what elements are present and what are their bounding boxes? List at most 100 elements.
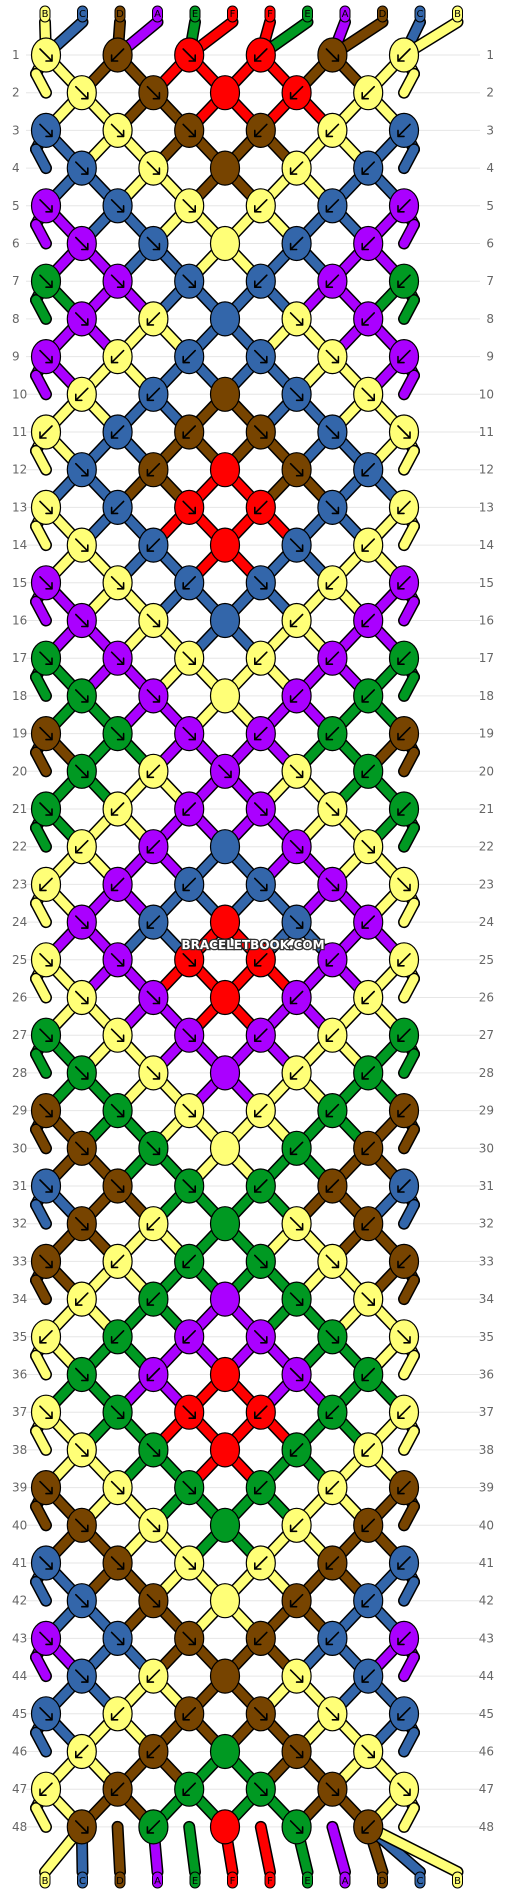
arrow-down-left-icon <box>254 274 268 288</box>
arrow-down-right-icon <box>289 915 304 929</box>
arrow-down-right-icon <box>289 1669 304 1683</box>
arrow-down-right-icon <box>146 85 161 100</box>
arrow-down-right-icon <box>289 1820 304 1834</box>
knot <box>138 979 169 1016</box>
knot <box>245 339 276 375</box>
arrow-down-right-icon <box>254 349 268 364</box>
arrow-down-right-icon <box>254 1330 268 1344</box>
knot <box>388 715 420 752</box>
arrow-down-right-icon <box>289 1292 304 1306</box>
knot <box>353 75 384 111</box>
thread-segment <box>31 521 51 550</box>
row-number-left: 23 <box>12 877 27 891</box>
arrow-down-left-icon <box>325 123 340 138</box>
arrow-down-left-icon <box>254 953 268 967</box>
knot <box>245 1696 276 1732</box>
thread-segment <box>399 220 419 248</box>
row-number-right: 29 <box>479 1104 494 1118</box>
arrow-down-left-icon <box>254 199 268 213</box>
knot <box>353 602 384 639</box>
arrow-down-right-icon <box>39 199 53 213</box>
thread-segment <box>399 1728 419 1756</box>
arrow-down-left-icon <box>289 1066 304 1080</box>
thread-segment <box>399 1501 419 1530</box>
thread-segment <box>31 1124 51 1153</box>
knot <box>66 602 97 639</box>
knot <box>66 1432 97 1468</box>
thread-segment <box>399 823 419 852</box>
knot <box>353 1130 384 1166</box>
arrow-down-left-icon <box>325 1405 340 1419</box>
row-number-right: 19 <box>479 727 494 741</box>
arrow-down-right-icon <box>182 48 196 62</box>
arrow-down-right-icon <box>75 538 89 552</box>
arrow-down-left-icon <box>289 1518 304 1533</box>
knot <box>66 979 97 1016</box>
knot <box>30 414 62 450</box>
arrow-down-left-icon <box>289 161 304 175</box>
row-number-left: 16 <box>12 614 27 628</box>
thread-segment <box>31 1049 51 1078</box>
thread-segment <box>113 1822 125 1877</box>
knot <box>388 1394 420 1430</box>
row-number-left: 42 <box>12 1594 27 1608</box>
knot <box>209 1356 241 1393</box>
arrow-down-right-icon <box>254 802 268 816</box>
knot <box>174 1771 205 1807</box>
string-end-top <box>227 5 238 23</box>
thread-segment <box>31 1275 51 1304</box>
knot <box>102 1243 133 1280</box>
arrow-down-left-icon <box>361 1593 375 1608</box>
knot <box>66 527 97 563</box>
knot <box>353 1432 384 1468</box>
row-number-right: 14 <box>479 538 494 552</box>
row-number-right: 48 <box>479 1820 494 1834</box>
row-number-right: 25 <box>479 953 494 967</box>
knot <box>317 37 348 73</box>
string-letter-top: D <box>379 9 387 20</box>
knot-ellipse <box>209 452 241 488</box>
arrow-down-right-icon <box>75 764 89 779</box>
knot <box>102 263 133 299</box>
knot <box>209 1809 241 1845</box>
thread-segment <box>399 1351 419 1379</box>
row-number-right: 30 <box>479 1141 494 1155</box>
arrow-down-left-icon <box>397 274 411 288</box>
thread-segment <box>31 1728 51 1756</box>
arrow-down-left-icon <box>361 1216 375 1231</box>
knot <box>317 1620 348 1657</box>
knot <box>138 376 169 412</box>
row-number-right: 21 <box>479 802 494 816</box>
row-number-left: 40 <box>12 1518 27 1532</box>
knot <box>66 1733 97 1770</box>
row-number-right: 32 <box>479 1217 494 1231</box>
knot <box>353 1055 384 1091</box>
knot <box>102 1620 133 1657</box>
knot <box>174 1092 205 1129</box>
row-number-left: 29 <box>12 1104 27 1118</box>
arrow-down-left-icon <box>254 726 268 741</box>
knot <box>388 414 420 450</box>
arrow-down-right-icon <box>39 48 53 62</box>
knot <box>138 1733 169 1770</box>
arrow-down-right-icon <box>289 1744 304 1759</box>
row-number-right: 33 <box>479 1254 494 1268</box>
row-number-left: 15 <box>12 576 27 590</box>
string-end-bottom <box>39 1871 51 1889</box>
arrow-down-right-icon <box>182 651 196 665</box>
string-letter-top: F <box>267 9 273 20</box>
knot <box>317 1545 348 1581</box>
knot <box>30 715 62 752</box>
thread-segment <box>399 1652 419 1681</box>
arrow-down-left-icon <box>397 123 411 138</box>
knot <box>174 1545 205 1581</box>
arrow-down-right-icon <box>254 1707 268 1721</box>
knot <box>102 640 133 676</box>
arrow-down-right-icon <box>75 1066 89 1080</box>
row-number-right: 24 <box>479 915 494 929</box>
arrow-down-left-icon <box>289 1443 304 1457</box>
knot <box>66 150 97 186</box>
arrow-down-left-icon <box>397 1556 411 1570</box>
arrow-down-left-icon <box>325 576 340 590</box>
row-number-left: 26 <box>12 991 27 1005</box>
